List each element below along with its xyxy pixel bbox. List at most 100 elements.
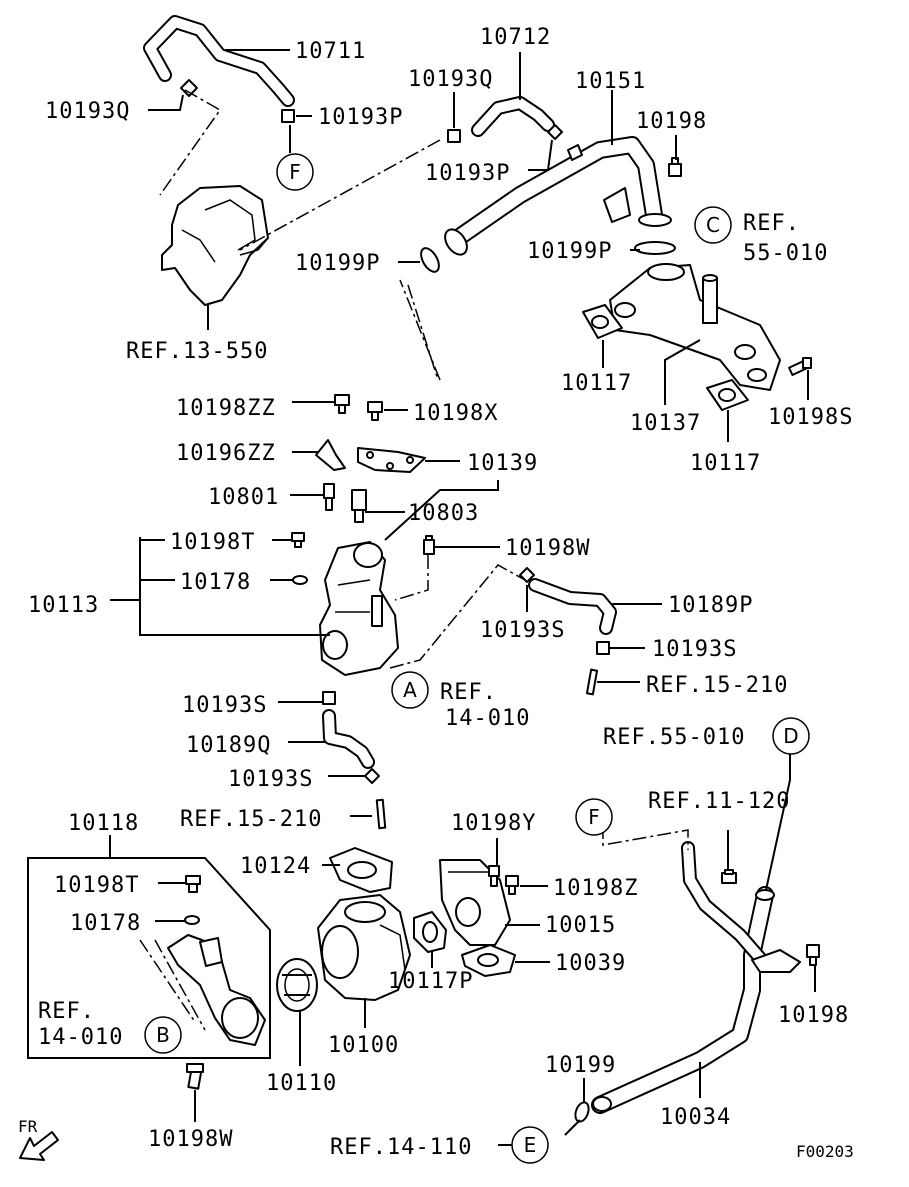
svg-text:A: A bbox=[403, 678, 417, 702]
label-ref-15-210-right: REF.15-210 bbox=[646, 673, 788, 698]
label-10151: 10151 bbox=[575, 69, 646, 94]
bolt-10198W-mid bbox=[423, 535, 435, 555]
bolt-10198Z bbox=[505, 875, 519, 895]
label-10189P: 10189P bbox=[668, 593, 753, 618]
bolt-10198X bbox=[367, 401, 383, 421]
label-10137: 10137 bbox=[630, 411, 701, 436]
kit-box-10118 bbox=[27, 857, 271, 1059]
hose-10711 bbox=[143, 15, 295, 107]
svg-text:B: B bbox=[156, 1023, 170, 1047]
label-10015: 10015 bbox=[545, 913, 616, 938]
turbocharger-ref-13-550 bbox=[161, 185, 269, 306]
bolt-10198Y bbox=[488, 865, 500, 887]
label-10117-top: 10117 bbox=[561, 371, 632, 396]
label-ref-14-010-mid-1: REF. bbox=[440, 680, 497, 705]
water-manifold-10137 bbox=[609, 263, 781, 391]
hose-10189P bbox=[528, 578, 617, 635]
callout-D: D bbox=[772, 717, 810, 755]
label-10198T-mid: 10198T bbox=[170, 530, 255, 555]
label-ref-15-210-left: REF.15-210 bbox=[180, 807, 322, 832]
label-10196ZZ: 10196ZZ bbox=[176, 441, 276, 466]
label-10198-top: 10198 bbox=[636, 109, 707, 134]
clamp-10193S-right bbox=[596, 641, 610, 655]
figure-code: F00203 bbox=[796, 1142, 854, 1161]
label-10113: 10113 bbox=[28, 593, 99, 618]
label-10117P: 10117P bbox=[388, 969, 473, 994]
pin-ref-15-210-left bbox=[375, 798, 387, 830]
label-10199P-right: 10199P bbox=[527, 239, 612, 264]
label-10711: 10711 bbox=[295, 39, 366, 64]
bolt-10198T-mid bbox=[291, 532, 305, 548]
reference-lines bbox=[139, 89, 689, 1031]
gasket-10117P bbox=[413, 911, 447, 953]
leader-lines bbox=[109, 49, 816, 1146]
label-10117-bottom: 10117 bbox=[690, 451, 761, 476]
o-ring-10199P-right bbox=[634, 241, 676, 255]
callout-C: C bbox=[694, 206, 732, 244]
label-fr: FR bbox=[18, 1117, 38, 1136]
label-10712: 10712 bbox=[480, 25, 551, 50]
label-ref-14-110: REF.14-110 bbox=[330, 1135, 472, 1160]
label-ref-55-010-top-2: 55-010 bbox=[743, 241, 828, 266]
label-10198X: 10198X bbox=[413, 401, 498, 426]
bolt-10198ZZ bbox=[334, 394, 350, 414]
bolt-10198-bottom bbox=[806, 944, 820, 966]
air-pipe-10151 bbox=[444, 136, 672, 256]
label-10198S: 10198S bbox=[768, 405, 853, 430]
callout-E: E bbox=[511, 1126, 549, 1164]
callout-F-top: F bbox=[276, 153, 314, 191]
gasket-10117-top bbox=[582, 304, 623, 339]
o-ring-10199 bbox=[574, 1101, 590, 1123]
bolt-10198-top bbox=[668, 157, 682, 177]
label-10124: 10124 bbox=[240, 854, 311, 879]
thermostat-case-10100 bbox=[317, 894, 411, 1001]
label-ref-11-120: REF.11-120 bbox=[648, 789, 790, 814]
label-10110: 10110 bbox=[266, 1071, 337, 1096]
gasket-10117-bottom bbox=[706, 379, 749, 411]
label-10100: 10100 bbox=[328, 1033, 399, 1058]
label-ref-55-010-bottom: REF.55-010 bbox=[603, 725, 745, 750]
front-arrow-icon bbox=[19, 1131, 59, 1161]
water-outlet-10118 bbox=[167, 934, 266, 1046]
label-10193S-right: 10193S bbox=[652, 637, 737, 662]
part-labels: 10711 10712 10151 10193Q 10193Q 10193P 1… bbox=[18, 25, 854, 1161]
label-10193P-left: 10193P bbox=[318, 105, 403, 130]
clamp-10193Q-right bbox=[447, 129, 461, 143]
callout-F-bottom: F bbox=[575, 798, 613, 836]
label-10198W-bottom: 10198W bbox=[148, 1127, 233, 1152]
label-ref-13-550: REF.13-550 bbox=[126, 339, 268, 364]
seal-10178-box bbox=[184, 915, 200, 925]
label-10803: 10803 bbox=[408, 501, 479, 526]
label-10139: 10139 bbox=[467, 451, 538, 476]
label-10034: 10034 bbox=[660, 1105, 731, 1130]
label-10198Z: 10198Z bbox=[553, 876, 638, 901]
label-10198-bottom: 10198 bbox=[778, 1003, 849, 1028]
label-10193Q-left: 10193Q bbox=[45, 99, 130, 124]
label-10199: 10199 bbox=[545, 1053, 616, 1078]
clamp-10193Q-left bbox=[180, 79, 198, 97]
clamp-10193P-left bbox=[281, 109, 295, 123]
bolt-ref-11-120 bbox=[721, 869, 737, 884]
label-10199P-left: 10199P bbox=[295, 251, 380, 276]
bracket-10196ZZ bbox=[315, 439, 346, 471]
label-ref-55-010-top-1: REF. bbox=[743, 211, 800, 236]
label-10193P-right: 10193P bbox=[425, 161, 510, 186]
callout-A: A bbox=[391, 671, 429, 709]
label-10193S-left: 10193S bbox=[182, 693, 267, 718]
label-10039: 10039 bbox=[555, 951, 626, 976]
bolt-10198T-box bbox=[185, 875, 201, 893]
sensor-10801 bbox=[323, 483, 335, 511]
label-10193S-bottom: 10193S bbox=[228, 767, 313, 792]
seal-10178-mid bbox=[292, 575, 308, 585]
label-10198W-mid: 10198W bbox=[505, 536, 590, 561]
svg-text:C: C bbox=[706, 213, 720, 237]
label-10178-box: 10178 bbox=[70, 911, 141, 936]
o-ring-10199P-left bbox=[420, 247, 440, 273]
label-ref-14-010-mid-2: 14-010 bbox=[445, 706, 530, 731]
callout-B: B bbox=[144, 1016, 182, 1054]
clamp-10193S-left bbox=[322, 691, 336, 705]
clamp-10193P-right bbox=[547, 124, 563, 140]
gasket-10039 bbox=[461, 944, 516, 977]
label-10193Q-right: 10193Q bbox=[408, 67, 493, 92]
